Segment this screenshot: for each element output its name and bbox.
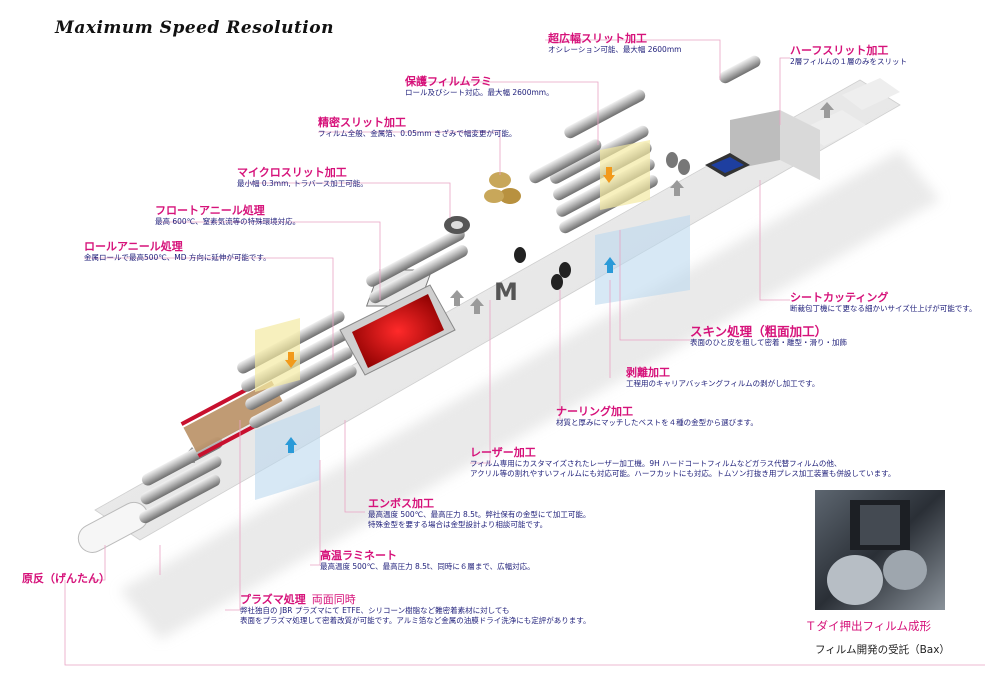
- label-title: 保護フィルムラミ: [405, 75, 493, 88]
- label-desc: 最小幅 0.3mm, トラバース加工可能。: [237, 179, 368, 188]
- label-title: ロールアニール処理: [84, 240, 183, 253]
- label-sheet-cutting: シートカッティング 断裁包丁機にて更なる細かいサイズ仕上げが可能です。: [790, 291, 977, 314]
- label-desc: 断裁包丁機にて更なる細かいサイズ仕上げが可能です。: [790, 304, 977, 313]
- label-precision-slit: 精密スリット加工 フィルム全般、金属箔、0.05mm きざみで幅変更が可能。: [318, 116, 516, 139]
- label-desc: フィルム専用にカスタマイズされたレーザー加工機。9H ハードコートフィルムなどガ…: [470, 459, 842, 468]
- label-title: 剥離加工: [626, 366, 670, 379]
- label-title: エンボス加工: [368, 497, 434, 510]
- label-desc: 特殊金型を要する場合は金型設計より相談可能です。: [368, 520, 548, 529]
- label-title: 超広幅スリット加工: [548, 32, 647, 45]
- label-desc: 材質と厚みにマッチしたベストを４種の金型から選びます。: [556, 418, 758, 427]
- label-title: プラズマ処理両面同時: [240, 593, 591, 606]
- label-desc: 2層フィルムの１層のみをスリット: [790, 57, 907, 66]
- label-half-slit: ハーフスリット加工 2層フィルムの１層のみをスリット: [790, 44, 907, 67]
- label-title: マイクロスリット加工: [237, 166, 347, 179]
- page-title: Maximum Speed Resolution: [55, 18, 334, 38]
- label-desc: 表面をプラズマ処理して密着改質が可能です。アルミ箔など金属の油膜ドライ洗浄にも定…: [240, 616, 591, 625]
- label-title: ハーフスリット加工: [790, 44, 889, 57]
- label-desc: 表面のひと皮を粗して密着・離型・滑り・加飾: [690, 338, 848, 347]
- heat-zone-1: [255, 318, 300, 392]
- film-sheet-2: [842, 78, 900, 110]
- label-title: フロートアニール処理: [155, 204, 265, 217]
- label-desc: アクリル等の割れやすいフィルムにも対応可能。ハーフカットにも対応。トムソン打抜き…: [470, 469, 896, 478]
- cool-zone-2: [595, 215, 690, 305]
- label-desc: 最高 600℃、窒素気流等の特殊環境対応。: [155, 217, 301, 226]
- label-protect-film-lami: 保護フィルムラミ ロール及びシート対応。最大幅 2600mm。: [405, 75, 554, 98]
- film-shadow: [120, 150, 940, 640]
- label-desc: フィルム全般、金属箔、0.05mm きざみで幅変更が可能。: [318, 129, 517, 138]
- process-arrows: [285, 167, 616, 453]
- label-genpan: 原反（げんたん）: [22, 572, 110, 585]
- label-emboss: エンボス加工 最高温度 500℃、最高圧力 8.5t。弊社保有の金型にて加工可能…: [368, 497, 590, 530]
- label-desc: オシレーション可能、最大幅 2600mm: [548, 45, 682, 54]
- label-laser: レーザー加工 フィルム専用にカスタマイズされたレーザー加工機。9H ハードコート…: [470, 446, 895, 479]
- label-title-extra: 両面同時: [311, 593, 356, 606]
- tdie-photo: [815, 490, 945, 610]
- label-title: 高温ラミネート: [320, 549, 397, 562]
- label-desc: 金属ロールで最高500℃、MD 方向に延伸が可能です。: [84, 253, 271, 262]
- leader-lines: [64, 39, 985, 666]
- label-title-main: プラズマ処理: [240, 593, 306, 606]
- label-skin-treatment: スキン処理（粗面加工） 表面のひと皮を粗して密着・離型・滑り・加飾: [690, 325, 847, 348]
- cool-zone-1: [255, 405, 320, 500]
- label-desc: 弊社独自の JBR プラズマにて ETFE、シリコーン樹脂など難密着素材に対して…: [240, 606, 510, 615]
- label-plasma: プラズマ処理両面同時 弊社独自の JBR プラズマにて ETFE、シリコーン樹脂…: [240, 593, 591, 626]
- laser-unit-letter: M: [494, 278, 518, 306]
- label-title: シートカッティング: [790, 291, 889, 304]
- label-title: 精密スリット加工: [318, 116, 406, 129]
- label-title: レーザー加工: [470, 446, 536, 459]
- label-float-anneal: フロートアニール処理 最高 600℃、窒素気流等の特殊環境対応。: [155, 204, 300, 227]
- label-desc: 最高温度 500℃、最高圧力 8.5t、同時に６層まで、広幅対応。: [320, 562, 535, 571]
- label-knurling: ナーリング加工 材質と厚みにマッチしたベストを４種の金型から選びます。: [556, 405, 758, 428]
- label-micro-slit: マイクロスリット加工 最小幅 0.3mm, トラバース加工可能。: [237, 166, 368, 189]
- footer-caption: フィルム開発の受託（Bax）: [815, 644, 950, 656]
- label-desc: 工程用のキャリアバッキングフィルムの剥がし加工です。: [626, 379, 820, 388]
- label-desc: 最高温度 500℃、最高圧力 8.5t。弊社保有の金型にて加工可能。: [368, 510, 591, 519]
- label-title: 原反（げんたん）: [22, 572, 110, 585]
- label-desc: ロール及びシート対応。最大幅 2600mm。: [405, 88, 554, 97]
- heat-zone-2: [600, 140, 650, 210]
- photo-caption: Ｔダイ押出フィルム成形: [805, 619, 932, 633]
- label-chokohaba-slit: 超広幅スリット加工 オシレーション可能、最大幅 2600mm: [548, 32, 681, 55]
- label-title: ナーリング加工: [556, 405, 633, 418]
- label-peel: 剥離加工 工程用のキャリアバッキングフィルムの剥がし加工です。: [626, 366, 819, 389]
- label-roll-anneal: ロールアニール処理 金属ロールで最高500℃、MD 方向に延伸が可能です。: [84, 240, 271, 263]
- label-title: スキン処理（粗面加工）: [690, 324, 828, 339]
- label-high-temp-laminate: 高温ラミネート 最高温度 500℃、最高圧力 8.5t、同時に６層まで、広幅対応…: [320, 549, 535, 572]
